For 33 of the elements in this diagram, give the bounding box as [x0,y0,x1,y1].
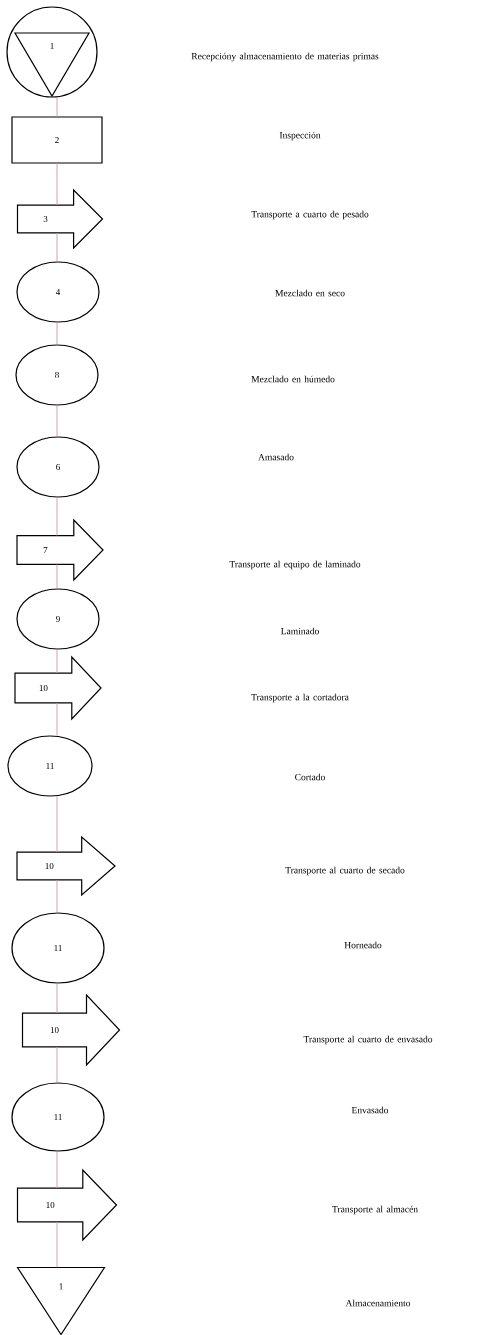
connector-line [56,405,58,437]
step-description: Laminado [281,627,319,635]
inspection-box: 2 [11,116,103,164]
connector-line [56,564,58,589]
step-description: Transporte al equipo de laminado [229,560,361,570]
connector-line [56,322,58,345]
connector-line [56,879,58,913]
step-description: Mezclado en seco [275,289,345,297]
step-description: Envasado [351,1106,389,1114]
connector-line [56,497,58,536]
connector-line [56,163,58,206]
step-description: Transporte a cuarto de pesado [251,210,369,220]
connector-line [56,649,58,674]
storage-triangle: 1 [16,1266,106,1335]
step-description: Horneado [344,941,382,949]
step-description: Transporte al cuarto de secado [285,866,405,876]
step-description: Inspección [279,131,321,141]
connector-line [56,232,58,262]
step-description: Almacenamiento [345,1299,411,1307]
connector-line [56,796,58,853]
connector-line [56,1046,58,1083]
step-description: Transporte a la cortadora [251,693,349,703]
step-description: Recepcióny almacenamiento de materias primas [191,52,379,62]
connector-line [56,1221,58,1268]
step-description: Amasado [258,453,294,461]
connector-line [56,702,58,736]
step-description: Mezclado en húmedo [251,375,335,383]
connector-line [56,983,58,1014]
connector-line [56,1151,58,1189]
step-description: Transporte al cuarto de envasado [303,1035,433,1045]
connector-line [56,97,58,117]
step-description: Cortado [295,773,325,781]
step-description: Transporte al almacén [332,1205,418,1215]
